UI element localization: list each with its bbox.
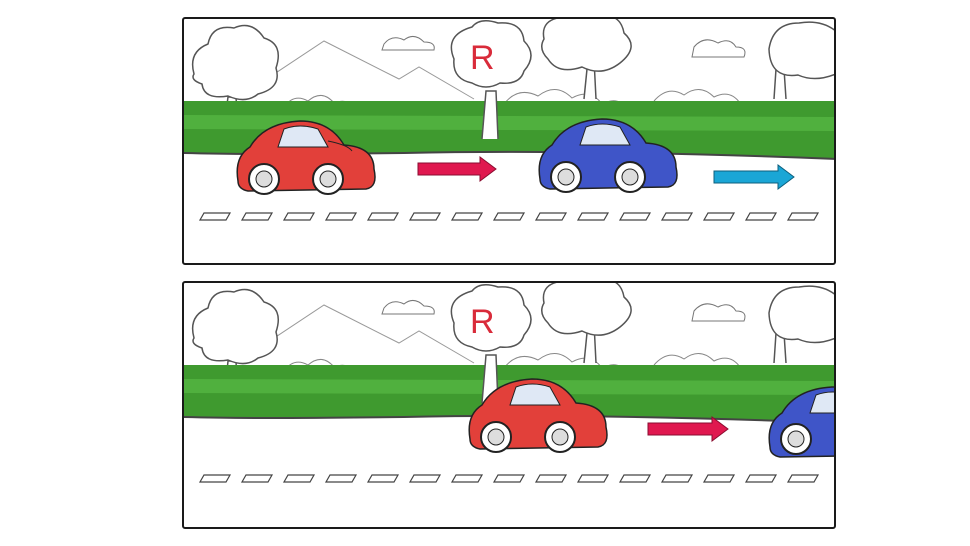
cloud-sketch [381,300,435,315]
scene-panel-top: R [182,17,836,265]
cloud-sketch [381,36,435,51]
direction-arrow-red [417,156,497,182]
bush-sketch [653,89,741,104]
red-car [236,120,376,195]
scene-panel-bottom: R [182,281,836,529]
tree-right [541,19,834,100]
tree-r [450,20,532,140]
bush-sketch [653,353,741,368]
lane-dashes [198,474,820,483]
tree-r [450,284,532,404]
tree-label-r: R [470,303,495,341]
road-edge [184,414,834,424]
mountain-sketch [243,40,475,100]
grass-highlight [184,115,834,131]
mountain-sketch [243,304,475,364]
direction-arrow-blue [713,164,795,190]
road-scene-bottom [184,283,834,483]
cloud-sketch [691,39,746,58]
lane-dashes [198,212,820,221]
road-scene-top [184,19,834,221]
cloud-sketch [691,303,746,322]
tree-right [541,283,834,364]
blue-car [538,118,678,193]
direction-arrow-red [647,416,729,442]
blue-car [768,386,834,458]
tree-label-r: R [470,39,495,77]
red-car [468,378,608,453]
